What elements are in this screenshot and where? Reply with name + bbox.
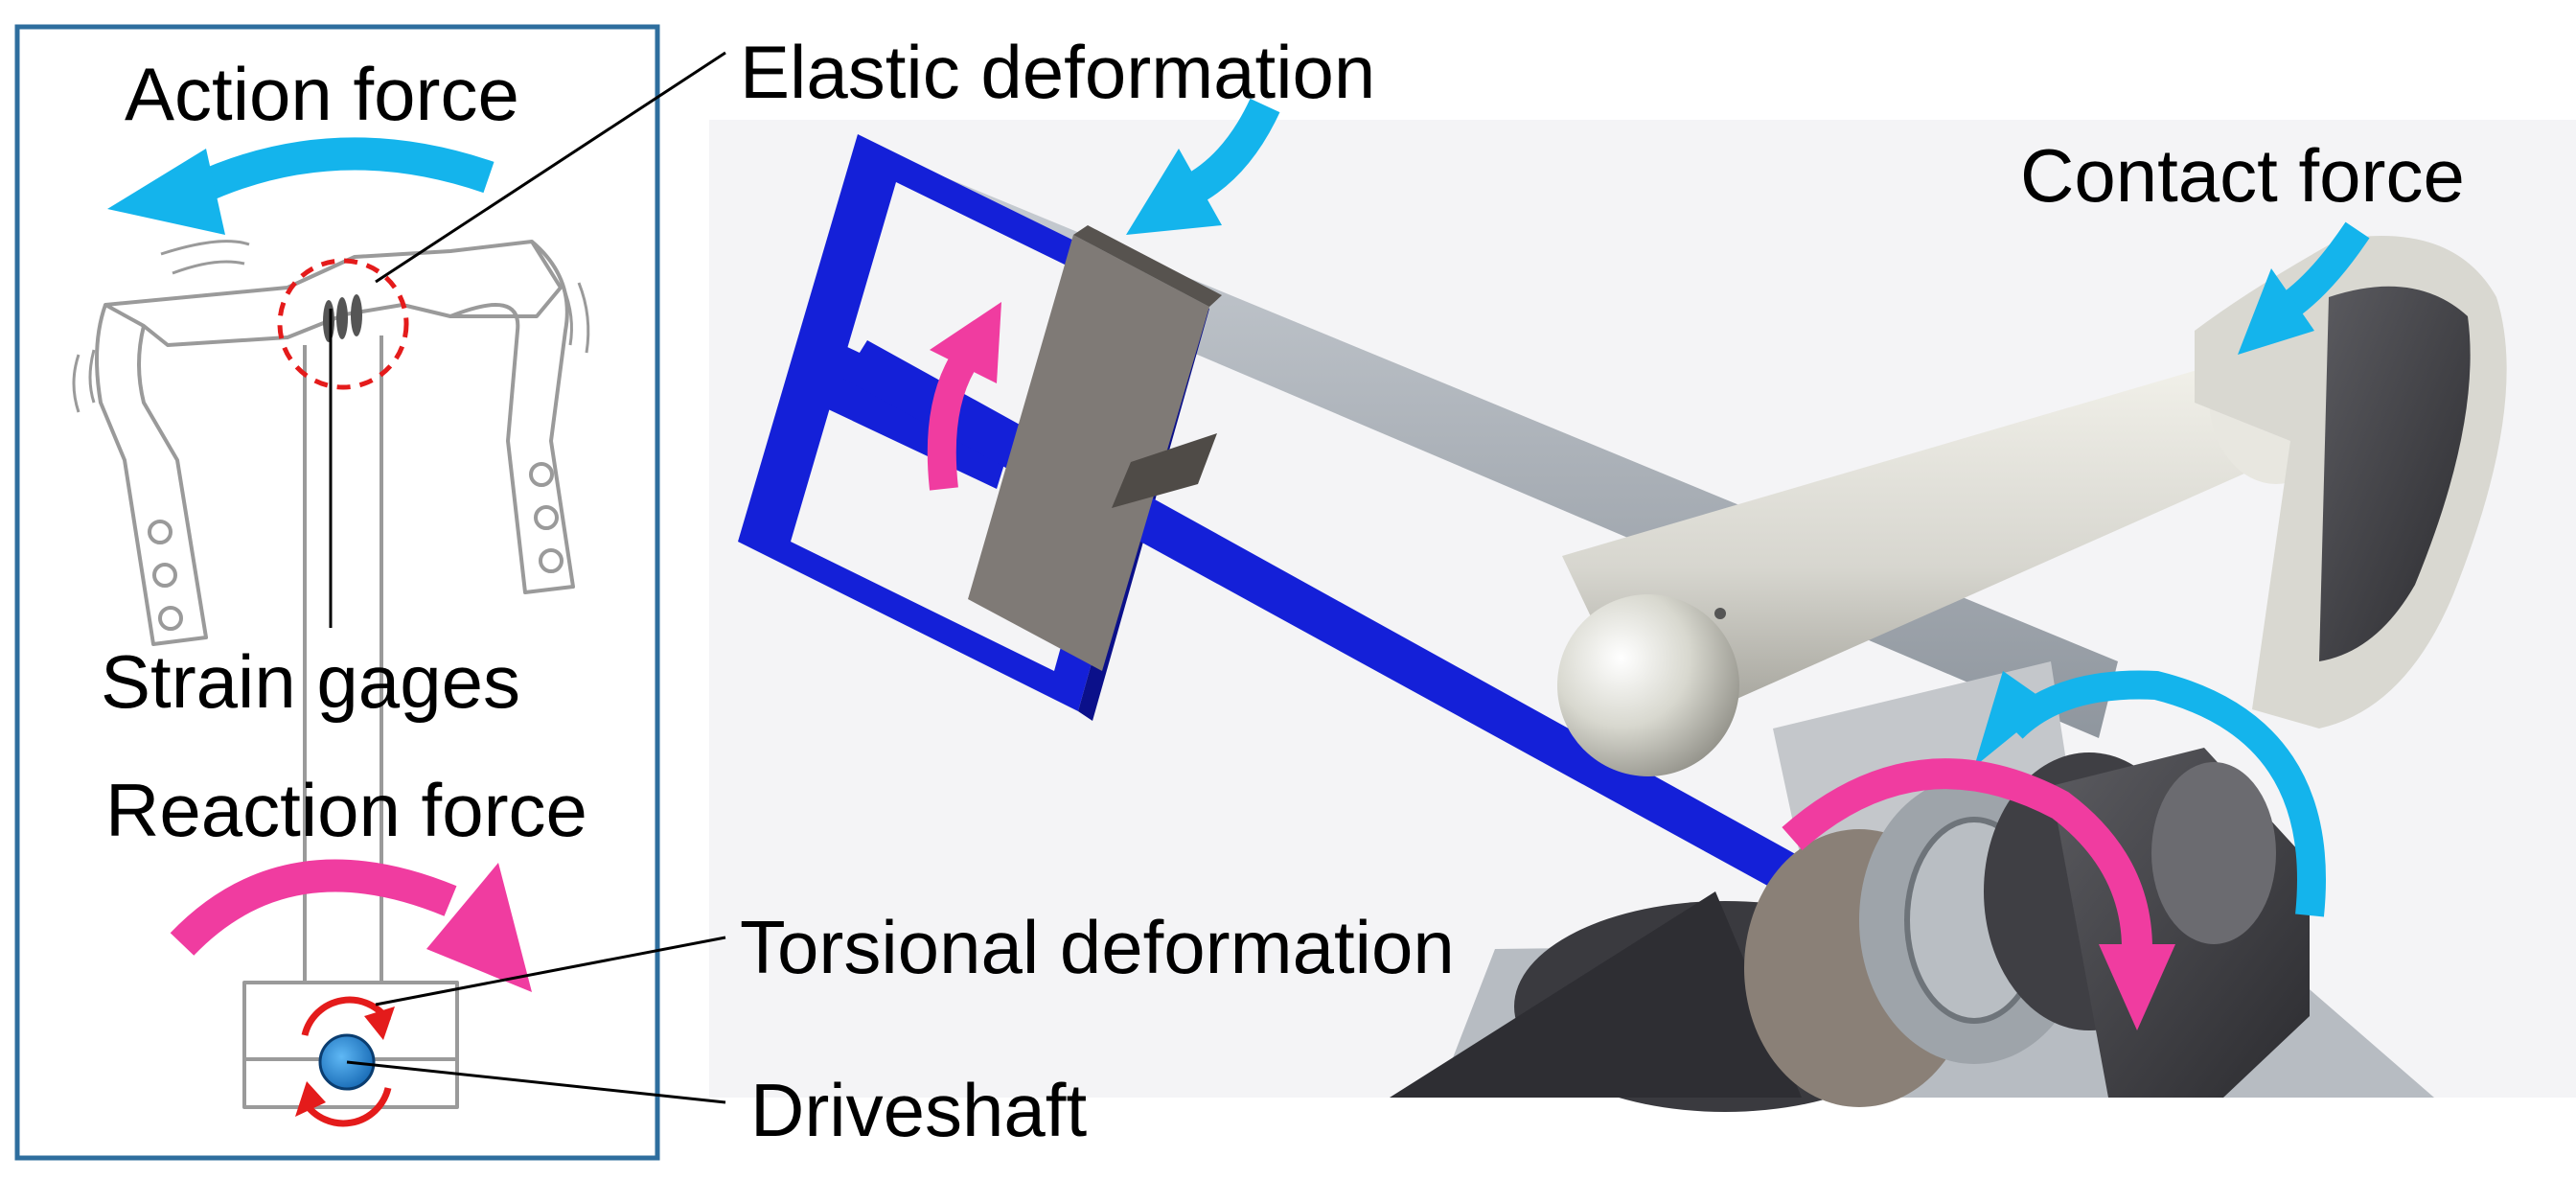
joint-housing [1390, 748, 2310, 1112]
elastic-deformation-arrow [1126, 98, 1280, 235]
leader-driveshaft [346, 1060, 726, 1104]
schematic-panel [14, 24, 660, 1161]
torsion-arrow-magenta [1782, 758, 2175, 1030]
labels: Action force Elastic deformation Contact… [101, 30, 2465, 1152]
schematic-panel-border [14, 24, 660, 1161]
label-elastic-deformation: Elastic deformation [740, 30, 1375, 114]
bend-arrow-magenta [927, 302, 1001, 491]
label-contact-force: Contact force [2020, 133, 2465, 218]
label-action-force: Action force [125, 52, 519, 136]
label-torsional-deformation: Torsional deformation [740, 905, 1455, 989]
strain-gages [323, 294, 362, 342]
contact-force-arrow [2238, 221, 2370, 355]
leader-lines [329, 51, 726, 1104]
leader-torsional [375, 936, 726, 1006]
label-strain-gages: Strain gages [101, 639, 520, 724]
label-reaction-force: Reaction force [105, 768, 587, 852]
fingertip-bracket [2195, 236, 2507, 729]
strain-gage-highlight-circle [277, 258, 409, 390]
label-driveshaft: Driveshaft [750, 1068, 1087, 1152]
grey-plate [968, 225, 1222, 671]
torsion-arrow-cyan [1974, 670, 2326, 917]
render-view [709, 98, 2576, 1112]
action-force-arrow [107, 137, 494, 235]
leader-elastic [375, 51, 726, 284]
reaction-force-arrow [170, 859, 532, 992]
